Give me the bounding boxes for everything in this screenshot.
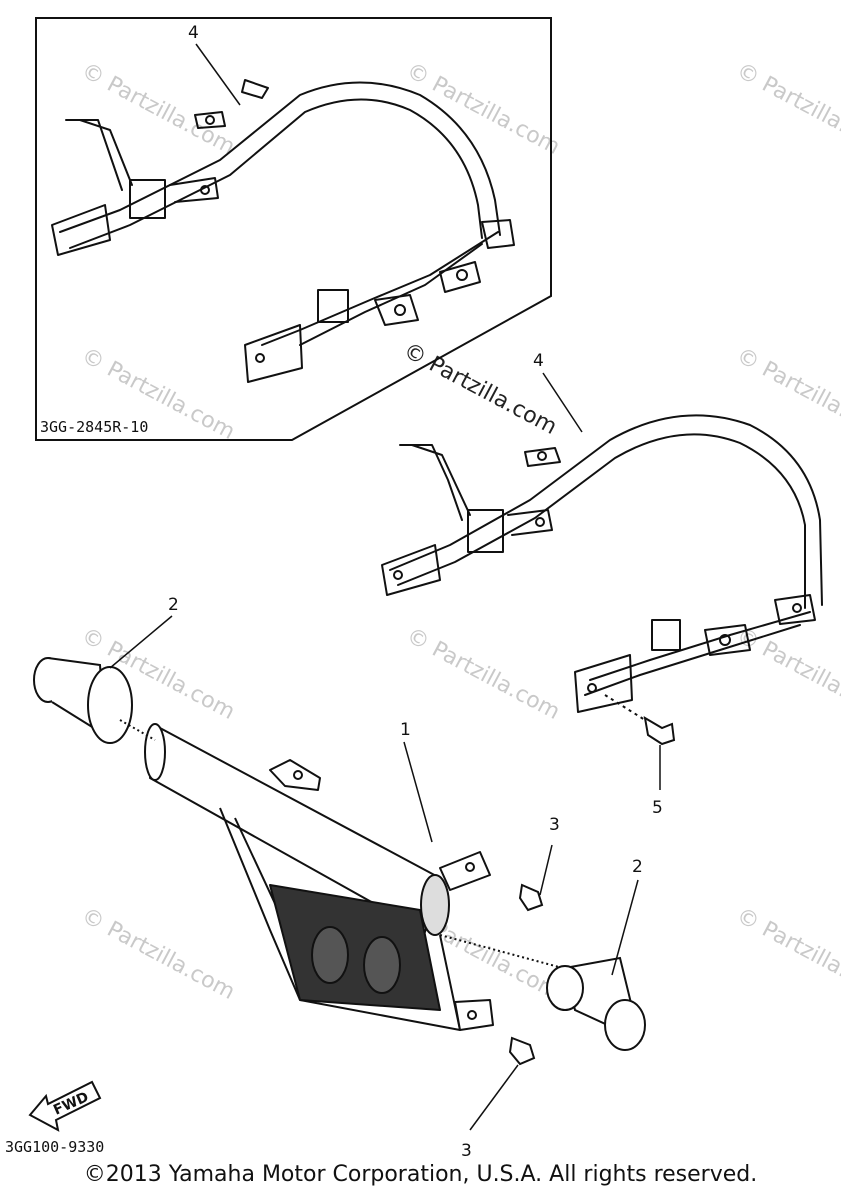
watermark: © Partzilla.com [732,343,841,445]
fwd-arrow-icon: FWD [28,1080,102,1132]
leader-line [403,741,433,843]
inset-guard-drawing [51,79,515,383]
callout-part-2-right: 2 [632,857,643,877]
watermark: © Partzilla.com [732,903,841,1005]
bolt-part-3-lower [469,1036,536,1131]
callout-part-4-inset: 4 [188,23,199,43]
leader-line [542,372,583,433]
copyright-notice: ©2013 Yamaha Motor Corporation, U.S.A. A… [83,1162,758,1187]
callout-part-4-main: 4 [533,351,544,371]
callout-part-2-left: 2 [168,595,179,615]
callout-part-5: 5 [652,798,663,818]
leader-line [611,879,639,976]
leader-line [109,615,173,669]
watermark: © Partzilla.com [402,58,564,160]
watermark: © Partzilla.com [402,623,564,725]
callout-part-3-lower: 3 [461,1141,472,1161]
watermark: © Partzilla.com [732,58,841,160]
watermark: © Partzilla.com [77,58,239,160]
bolt-part-3-upper [518,844,553,912]
end-cap-left-part-2 [33,657,156,744]
inset-part-code: 3GG-2845R-10 [40,418,148,436]
end-cap-right-part-2 [546,956,646,1051]
bolt-part-5 [604,694,676,790]
main-guard-drawing [381,414,823,713]
inset-frame [35,17,552,441]
callout-part-3-upper: 3 [549,815,560,835]
watermark: © Partzilla.com [77,903,239,1005]
figure-code: 3GG100-9330 [5,1138,104,1156]
callout-part-1: 1 [400,720,411,740]
leader-line [195,43,241,106]
main-bar-part-1 [144,723,571,1031]
